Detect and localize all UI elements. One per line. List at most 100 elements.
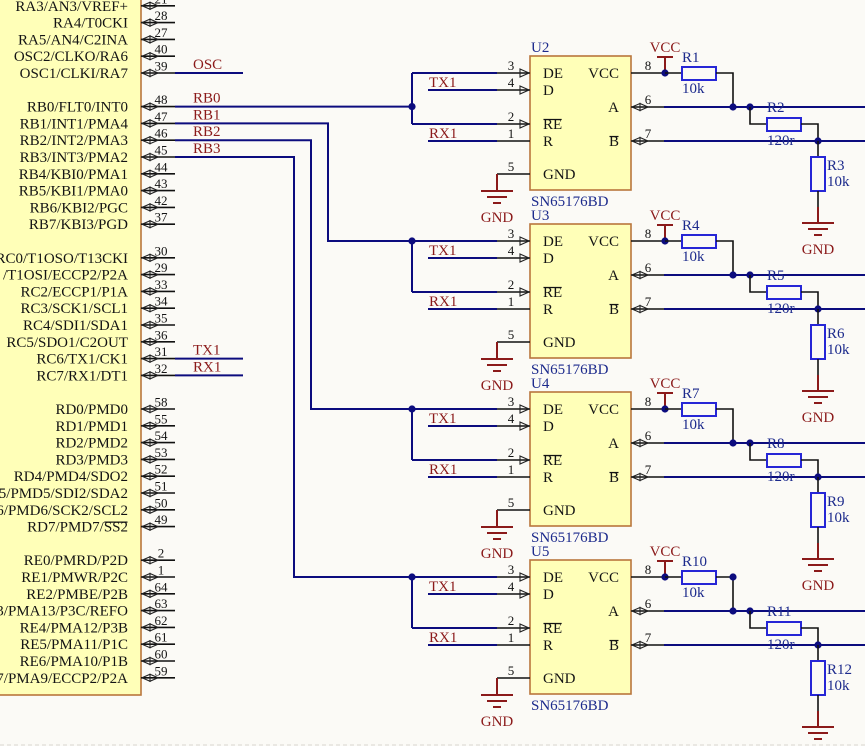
resistor-termination[interactable] [766,453,802,468]
transceiver-pin[interactable]: 3DE [497,226,563,250]
rs485-transceiver[interactable]: TX1RX1U4SN65176BD3DE4D2RE1R5GNDGND8VCC6A… [408,376,865,594]
resistor-body[interactable] [766,285,802,300]
resistor-body[interactable] [810,660,826,696]
transceiver-pin[interactable]: 6A [608,428,865,452]
transceiver-body[interactable] [529,559,632,695]
resistor-pull-up[interactable] [681,402,717,417]
transceiver-pin[interactable]: 3DE [497,394,563,418]
transceiver-pin[interactable]: 2RE [497,613,562,637]
resistor-pull-down[interactable] [810,156,826,192]
transceiver-pin[interactable]: 2RE [497,277,562,301]
resistor-termination[interactable] [766,621,802,636]
rs485-transceiver[interactable]: TX1RX1U3SN65176BD3DE4D2RE1R5GNDGND8VCC6A… [408,208,865,426]
resistor-body[interactable] [681,234,717,249]
rs485-transceiver[interactable]: TX1RX1U5SN65176BD3DE4D2RE1R5GNDGND8VCC6A… [408,544,865,746]
transceiver-body[interactable] [529,391,632,527]
resistor-pull-down[interactable] [810,660,826,696]
transceiver-body[interactable] [529,55,632,191]
transceiver-pin[interactable]: 2RE [497,445,562,469]
resistor-pull-up[interactable] [681,234,717,249]
transceiver-pin[interactable]: 3DE [497,562,563,586]
resistor-termination[interactable] [766,117,802,132]
transceiver-pin[interactable]: 4D [497,579,554,603]
transceiver-pin[interactable]: 6A [608,92,865,116]
resistor-body[interactable] [681,66,717,81]
transceiver-pin[interactable]: 3DE [497,58,563,82]
enable-net-wire[interactable] [175,156,412,578]
transceiver-pin[interactable]: 6A [608,260,865,284]
resistor-pull-up[interactable] [681,570,717,585]
transceiver-pin[interactable]: 7B [609,630,865,654]
resistor-body[interactable] [766,117,802,132]
resistor-body[interactable] [766,621,802,636]
enable-net-wire[interactable] [175,139,412,410]
transceiver-pin[interactable]: 1R [497,126,553,150]
enable-net-wire[interactable] [175,122,412,242]
resistor-body[interactable] [810,492,826,528]
resistor-body[interactable] [681,402,717,417]
resistor-body[interactable] [766,453,802,468]
transceiver-pin[interactable]: 1R [497,630,553,654]
transceiver-pin[interactable]: 4D [497,411,554,435]
transceiver-pin[interactable]: 1R [497,294,553,318]
mcu-body[interactable] [0,0,142,696]
transceiver-pin[interactable]: 7B [609,462,865,486]
resistor-pull-down[interactable] [810,492,826,528]
resistor-body[interactable] [681,570,717,585]
resistor-pull-down[interactable] [810,324,826,360]
transceiver-pin[interactable]: 7B [609,126,865,150]
transceiver-pin[interactable]: 6A [608,596,865,620]
resistor-body[interactable] [810,324,826,360]
rs485-transceiver[interactable]: TX1RX1U2SN65176BD3DE4D2RE1R5GNDGND8VCC6A… [408,40,865,258]
transceiver-pin[interactable]: 2RE [497,109,562,133]
resistor-pull-up[interactable] [681,66,717,81]
resistor-body[interactable] [810,156,826,192]
transceiver-pin[interactable]: 1R [497,462,553,486]
mcu-pin[interactable]: RA3/AN3/VREF+21 [15,0,175,15]
mcu-component[interactable]: RA3/AN3/VREF+21RA4/T0CKI28RA5/AN4/C2INA2… [0,0,175,696]
